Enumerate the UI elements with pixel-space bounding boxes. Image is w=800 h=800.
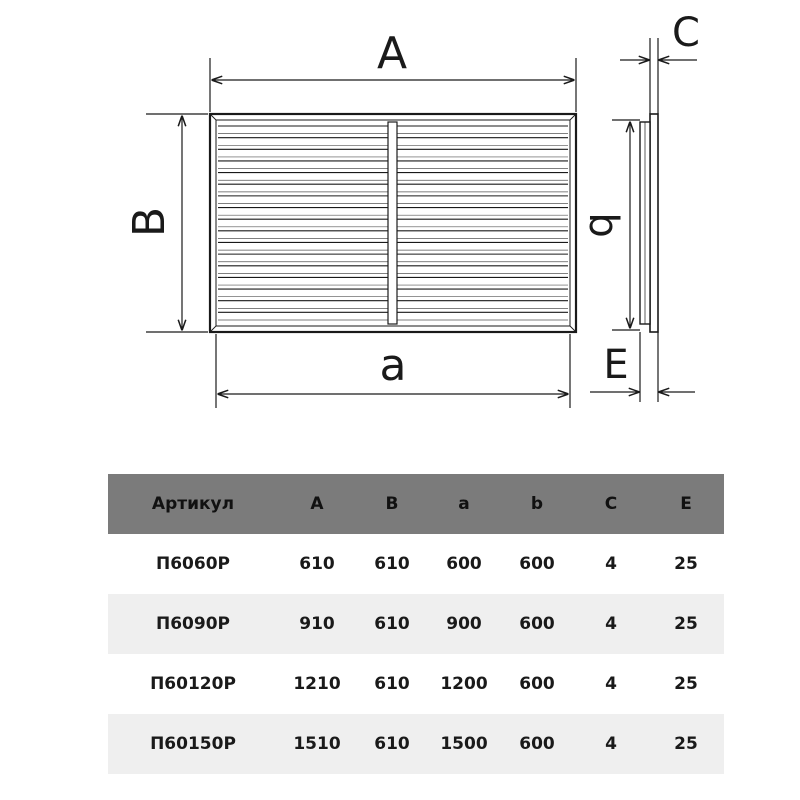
grille-inner-frame xyxy=(215,119,571,327)
column-header-article: Артикул xyxy=(108,474,278,534)
dimension-A xyxy=(209,58,577,112)
grille-front-view xyxy=(208,112,578,334)
table-header-row: Артикул A B a b C E xyxy=(108,474,724,534)
table-row: П60120Р 1210 610 1200 600 4 25 xyxy=(108,654,724,714)
cell-E: 25 xyxy=(648,654,724,714)
column-header-E: E xyxy=(648,474,724,534)
dimension-label-B: B xyxy=(124,207,175,237)
column-header-B: B xyxy=(356,474,428,534)
dimension-a xyxy=(215,334,571,408)
cell-E: 25 xyxy=(648,714,724,774)
grille-center-divider xyxy=(387,121,398,325)
cell-A: 1210 xyxy=(278,654,356,714)
cell-C: 4 xyxy=(574,594,648,654)
cell-E: 25 xyxy=(648,594,724,654)
dimension-label-a: a xyxy=(380,340,407,391)
cell-A: 1510 xyxy=(278,714,356,774)
cell-C: 4 xyxy=(574,714,648,774)
cell-article: П6090Р xyxy=(108,594,278,654)
cell-article: П60150Р xyxy=(108,714,278,774)
dimension-label-b: b xyxy=(580,212,626,237)
cell-b: 600 xyxy=(500,654,574,714)
cell-a: 1500 xyxy=(428,714,500,774)
louver-slats-left xyxy=(218,125,388,321)
cell-a: 600 xyxy=(428,534,500,594)
cell-B: 610 xyxy=(356,714,428,774)
cell-B: 610 xyxy=(356,534,428,594)
cell-B: 610 xyxy=(356,594,428,654)
table-row: П6060Р 610 610 600 600 4 25 xyxy=(108,534,724,594)
grille-dimension-drawing: A B a b C xyxy=(124,10,700,408)
column-header-b: b xyxy=(500,474,574,534)
cell-C: 4 xyxy=(574,534,648,594)
dimension-label-A: A xyxy=(377,28,407,79)
dimension-C xyxy=(620,38,697,114)
cell-article: П6060Р xyxy=(108,534,278,594)
column-header-A: A xyxy=(278,474,356,534)
table-row: П6090Р 910 610 900 600 4 25 xyxy=(108,594,724,654)
dimension-E xyxy=(590,332,695,402)
column-header-a: a xyxy=(428,474,500,534)
louver-slats-right xyxy=(397,125,568,321)
dimension-B xyxy=(146,113,208,333)
dimension-b xyxy=(612,119,640,331)
grille-frame-bevels xyxy=(209,113,577,333)
cell-a: 900 xyxy=(428,594,500,654)
dimension-label-E: E xyxy=(603,342,628,388)
specification-table: Артикул A B a b C E П6060Р 610 610 600 6… xyxy=(108,474,724,774)
table-row: П60150Р 1510 610 1500 600 4 25 xyxy=(108,714,724,774)
grille-side-view xyxy=(639,113,659,333)
cell-A: 610 xyxy=(278,534,356,594)
cell-b: 600 xyxy=(500,534,574,594)
cell-b: 600 xyxy=(500,714,574,774)
cell-a: 1200 xyxy=(428,654,500,714)
cell-B: 610 xyxy=(356,654,428,714)
column-header-C: C xyxy=(574,474,648,534)
dimension-label-C: C xyxy=(672,10,700,56)
side-flange xyxy=(649,113,659,333)
cell-C: 4 xyxy=(574,654,648,714)
cell-b: 600 xyxy=(500,594,574,654)
cell-A: 910 xyxy=(278,594,356,654)
cell-E: 25 xyxy=(648,534,724,594)
cell-article: П60120Р xyxy=(108,654,278,714)
